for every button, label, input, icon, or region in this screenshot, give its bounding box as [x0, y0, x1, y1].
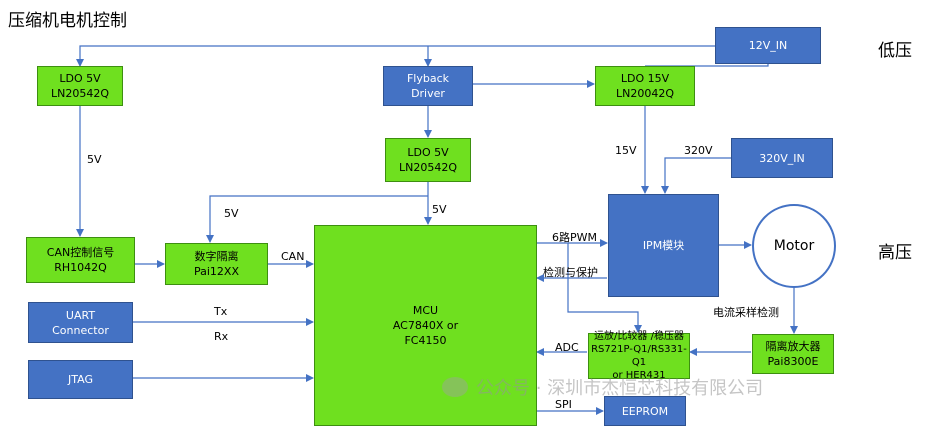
isolator-line2: Pai12XX	[193, 265, 239, 278]
label-spi: SPI	[555, 398, 572, 411]
flyback-driver-block: Flyback Driver	[383, 66, 473, 106]
eeprom-label: EEPROM	[621, 404, 669, 418]
jtag-block: JTAG	[28, 360, 133, 399]
isoamp-line1: 隔离放大器	[765, 340, 821, 353]
diagram-title: 压缩机电机控制	[8, 11, 127, 31]
low-voltage-label: 低压	[878, 41, 912, 61]
uart-line1: UART	[65, 308, 96, 322]
label-15v: 15V	[615, 144, 637, 157]
opamp-line1: 运放/比较器 /稳压器	[594, 331, 684, 342]
label-current-sense: 电流采样检测	[713, 306, 779, 319]
ldo-5v-left-block: LDO 5V LN20542Q	[37, 66, 123, 106]
320v-input-block: 320V_IN	[731, 138, 833, 178]
can-line1: CAN控制信号	[46, 246, 115, 259]
isolation-amplifier-block: 隔离放大器 Pai8300E	[752, 334, 834, 374]
digital-isolator-block: 数字隔离 Pai12XX	[165, 243, 268, 285]
ldo15-line1: LDO 15V	[620, 72, 670, 85]
mcu-line3: FC4150	[404, 334, 447, 347]
ldo-mid-line2: LN20542Q	[398, 161, 457, 174]
ldo15-line2: LN20042Q	[615, 87, 674, 100]
ldo-mid-line1: LDO 5V	[407, 146, 449, 159]
mcu-block: MCU AC7840X or FC4150	[314, 225, 537, 426]
opamp-line2: RS721P-Q1/RS331-Q1	[591, 344, 687, 368]
motor-circle: Motor	[752, 204, 836, 288]
high-voltage-label: 高压	[878, 243, 912, 263]
ldo-left-line1: LDO 5V	[59, 72, 101, 85]
jtag-label: JTAG	[68, 373, 93, 386]
label-5v-mid: 5V	[432, 203, 447, 216]
ldo-15v-block: LDO 15V LN20042Q	[595, 66, 695, 106]
uart-line2: Connector	[52, 323, 109, 337]
label-6-pwm: 6路PWM	[552, 231, 597, 244]
opamp-line3: or HER431	[612, 370, 666, 381]
label-5v-left: 5V	[87, 153, 102, 166]
label-rx: Rx	[214, 330, 229, 343]
mcu-line2: AC7840X or	[392, 319, 459, 332]
motor-label: Motor	[773, 238, 815, 254]
eeprom-block: EEPROM	[604, 396, 686, 426]
12v-input-block: 12V_IN	[715, 27, 821, 64]
can-line2: RH1042Q	[54, 261, 107, 274]
ipm-module-block: IPM模块	[608, 194, 719, 297]
label-can: CAN	[281, 250, 305, 263]
mcu-line1: MCU	[412, 304, 439, 317]
ipm-label: IPM模块	[642, 239, 685, 252]
320v-input-label: 320V_IN	[759, 151, 805, 165]
wechat-watermark-icon	[442, 377, 468, 397]
isolator-line1: 数字隔离	[194, 250, 239, 263]
watermark-text: 公众号 · 深圳市杰恒芯科技有限公司	[476, 378, 764, 399]
can-control-block: CAN控制信号 RH1042Q	[26, 237, 135, 283]
label-320v: 320V	[684, 144, 713, 157]
flyback-line2: Driver	[411, 87, 445, 100]
isoamp-line2: Pai8300E	[767, 355, 819, 368]
flyback-line1: Flyback	[406, 72, 450, 85]
label-detect-protect: 检测与保护	[543, 266, 598, 279]
label-5v-isolator: 5V	[224, 207, 239, 220]
label-adc: ADC	[555, 341, 579, 354]
opamp-comparator-block: 运放/比较器 /稳压器 RS721P-Q1/RS331-Q1 or HER431	[588, 331, 690, 381]
ldo-left-line2: LN20542Q	[50, 87, 109, 100]
ldo-5v-mid-block: LDO 5V LN20542Q	[385, 138, 471, 182]
uart-connector-block: UART Connector	[28, 302, 133, 343]
label-tx: Tx	[214, 305, 228, 318]
12v-input-label: 12V_IN	[748, 39, 788, 52]
